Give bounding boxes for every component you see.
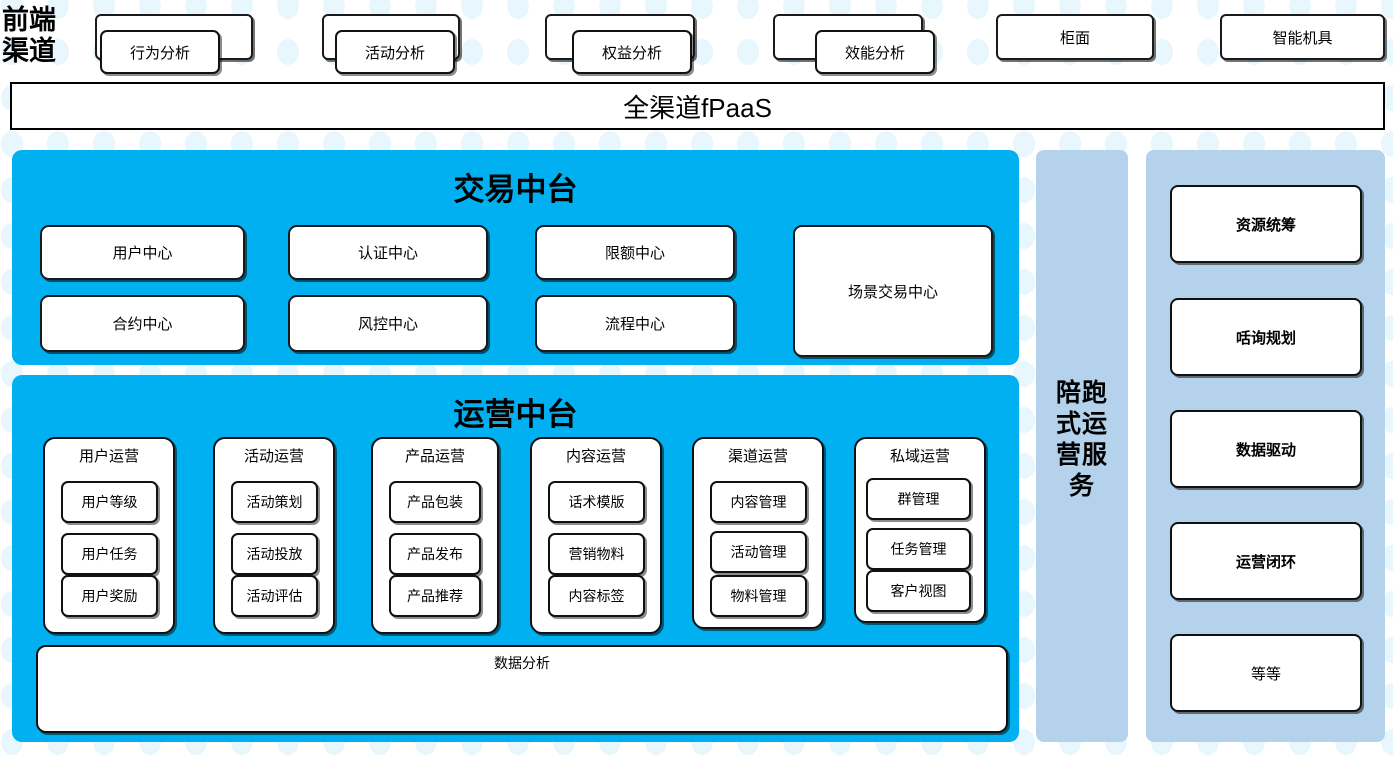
operation-item-label: 话术模版 bbox=[568, 494, 625, 510]
trade-center-module-label: 风控中心 bbox=[357, 316, 418, 333]
frontend-channel-6[interactable]: 智能机具 bbox=[1220, 14, 1385, 60]
operation-item-label: 产品推荐 bbox=[407, 588, 463, 604]
frontend-channel-label: 前端 渠道 bbox=[2, 2, 80, 70]
trade-center-title: 交易中台 bbox=[453, 172, 578, 207]
operation-column-3-item-2[interactable]: 产品发布 bbox=[389, 533, 481, 575]
operation-column-5-item-1[interactable]: 内容管理 bbox=[710, 481, 807, 523]
operation-column-6-item-3[interactable]: 客户视图 bbox=[866, 570, 971, 612]
operation-column-1-item-2[interactable]: 用户任务 bbox=[61, 533, 158, 575]
operation-item-label: 活动策划 bbox=[246, 494, 303, 510]
capability-item-label: 运营闭环 bbox=[1235, 553, 1296, 571]
capability-item-4[interactable]: 运营闭环 bbox=[1170, 522, 1362, 600]
trade-center-module-label: 认证中心 bbox=[357, 245, 418, 262]
operation-item-label: 物料管理 bbox=[730, 588, 787, 604]
capability-item-label: 数据驱动 bbox=[1235, 441, 1296, 459]
trade-center-module-7[interactable]: 流程中心 bbox=[535, 295, 735, 352]
operation-column-3-item-3[interactable]: 产品推荐 bbox=[389, 575, 481, 617]
frontend-channel-5[interactable]: 柜面 bbox=[996, 14, 1154, 60]
capability-item-2[interactable]: 咶询规划 bbox=[1170, 298, 1362, 376]
operation-column-3-item-1[interactable]: 产品包装 bbox=[389, 481, 481, 523]
operation-column-title: 私域运营 bbox=[889, 448, 950, 465]
data-analysis-title: 数据分析 bbox=[494, 655, 550, 671]
companion-service-line-4: 务 bbox=[1068, 472, 1095, 500]
operation-column-1-item-1[interactable]: 用户等级 bbox=[61, 481, 158, 523]
capability-item-3[interactable]: 数据驱动 bbox=[1170, 410, 1362, 488]
trade-center-module-label: 限额中心 bbox=[604, 245, 665, 262]
operation-column-4-item-1[interactable]: 话术模版 bbox=[548, 481, 645, 523]
data-analysis-item-label: 行为分析 bbox=[129, 44, 190, 62]
trade-center-module-label: 流程中心 bbox=[604, 316, 665, 333]
operation-item-label: 内容标签 bbox=[568, 588, 625, 604]
operation-item-label: 产品发布 bbox=[407, 546, 463, 562]
operation-column-2-item-2[interactable]: 活动投放 bbox=[231, 533, 318, 575]
data-analysis-item-3[interactable]: 权益分析 bbox=[572, 30, 692, 74]
operation-column-title: 渠道运营 bbox=[727, 448, 788, 465]
data-analysis-panel: 数据分析 bbox=[36, 645, 1008, 733]
data-analysis-item-label: 权益分析 bbox=[601, 44, 662, 62]
capability-item-label: 咶询规划 bbox=[1235, 329, 1296, 347]
trade-center-module-label: 合约中心 bbox=[112, 316, 173, 333]
capability-item-5[interactable]: 等等 bbox=[1170, 634, 1362, 712]
operation-column-4-item-3[interactable]: 内容标签 bbox=[548, 575, 645, 617]
operation-item-label: 活动评估 bbox=[246, 588, 303, 604]
fpaas-label: 全渠道fPaaS bbox=[623, 92, 772, 123]
capability-item-label: 等等 bbox=[1250, 665, 1281, 683]
operation-item-label: 用户等级 bbox=[81, 494, 138, 510]
data-analysis-item-4[interactable]: 效能分析 bbox=[815, 30, 935, 74]
frontend-label-line-2: 渠道 bbox=[2, 36, 56, 66]
frontend-label-line-1: 前端 bbox=[2, 5, 56, 35]
operation-item-label: 任务管理 bbox=[890, 541, 947, 557]
trade-center-module-6[interactable]: 风控中心 bbox=[288, 295, 488, 352]
operation-column-title: 用户运营 bbox=[78, 448, 139, 465]
trade-center-module-4[interactable]: 场景交易中心 bbox=[793, 225, 993, 357]
operation-column-5-item-2[interactable]: 活动管理 bbox=[710, 531, 807, 573]
operation-column-2-item-1[interactable]: 活动策划 bbox=[231, 481, 318, 523]
frontend-channel-label: 柜面 bbox=[1059, 29, 1090, 47]
companion-service-line-2: 式运 bbox=[1055, 410, 1108, 438]
companion-service-line-3: 营服 bbox=[1055, 441, 1108, 469]
operation-item-label: 活动投放 bbox=[246, 546, 303, 562]
operation-column-title: 活动运营 bbox=[243, 448, 304, 465]
capability-item-label: 资源统筹 bbox=[1235, 216, 1296, 234]
trade-center-module-label: 场景交易中心 bbox=[847, 283, 938, 301]
operation-item-label: 客户视图 bbox=[890, 583, 947, 599]
operation-column-4-item-2[interactable]: 营销物料 bbox=[548, 533, 645, 575]
operation-item-label: 产品包装 bbox=[407, 494, 463, 510]
data-analysis-item-label: 活动分析 bbox=[364, 44, 425, 62]
data-analysis-item-label: 效能分析 bbox=[844, 44, 905, 62]
operation-item-label: 群管理 bbox=[897, 491, 940, 507]
trade-center-module-1[interactable]: 用户中心 bbox=[40, 225, 245, 280]
omnichannel-fpaas-bar: 全渠道fPaaS bbox=[10, 82, 1385, 130]
trade-center-module-label: 用户中心 bbox=[112, 245, 173, 262]
operation-item-label: 用户奖励 bbox=[81, 588, 138, 604]
operation-item-label: 用户任务 bbox=[81, 546, 138, 562]
trade-center-module-2[interactable]: 认证中心 bbox=[288, 225, 488, 280]
data-analysis-item-1[interactable]: 行为分析 bbox=[100, 30, 220, 74]
operation-column-title: 产品运营 bbox=[404, 448, 465, 465]
trade-center-module-5[interactable]: 合约中心 bbox=[40, 295, 245, 352]
frontend-channel-label: 智能机具 bbox=[1272, 29, 1333, 47]
operation-item-label: 内容管理 bbox=[730, 494, 787, 510]
data-analysis-item-2[interactable]: 活动分析 bbox=[335, 30, 455, 74]
companion-service-label: 陪跑 式运 营服 务 bbox=[1036, 378, 1128, 502]
companion-service-panel: 陪跑 式运 营服 务 bbox=[1036, 150, 1128, 742]
capability-item-1[interactable]: 资源统筹 bbox=[1170, 185, 1362, 263]
operation-center-title: 运营中台 bbox=[453, 397, 578, 432]
operation-item-label: 活动管理 bbox=[730, 544, 787, 560]
operation-column-2-item-3[interactable]: 活动评估 bbox=[231, 575, 318, 617]
operation-column-6-item-2[interactable]: 任务管理 bbox=[866, 528, 971, 570]
operation-column-6-item-1[interactable]: 群管理 bbox=[866, 478, 971, 520]
operation-item-label: 营销物料 bbox=[568, 546, 625, 562]
operation-column-title: 内容运营 bbox=[565, 448, 626, 465]
operation-column-5-item-3[interactable]: 物料管理 bbox=[710, 575, 807, 617]
trade-center-module-3[interactable]: 限额中心 bbox=[535, 225, 735, 280]
operation-column-1-item-3[interactable]: 用户奖励 bbox=[61, 575, 158, 617]
companion-service-line-1: 陪跑 bbox=[1055, 379, 1108, 407]
